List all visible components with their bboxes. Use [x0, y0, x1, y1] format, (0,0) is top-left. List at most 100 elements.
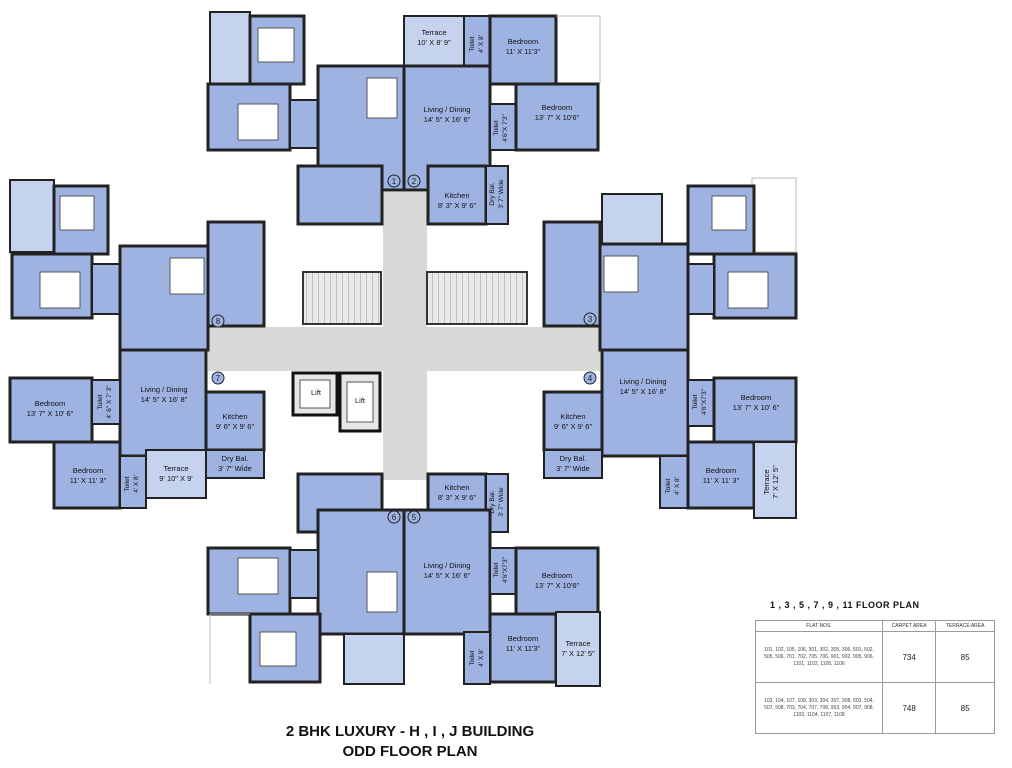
room-dimension: 13' 7" X 10' 6" [27, 409, 74, 418]
room-label: Living / Dining [423, 105, 470, 114]
bedroom [514, 82, 600, 152]
room-label: Dry Bal. [222, 454, 249, 463]
top-wing [206, 11, 601, 226]
bottom-wing [206, 472, 601, 687]
living-dining [600, 348, 690, 458]
room-label: Kitchen [560, 412, 585, 421]
room-dimension: 10' X 8' 9" [417, 38, 451, 47]
room-dimension: 3' 7" Wide [218, 464, 252, 473]
room-dimension: 4' 6" X 7' 3" [106, 385, 113, 419]
kitchen [204, 390, 266, 452]
room-dimension: 14' 5" X 16' 8" [141, 395, 188, 404]
room-label: Living / Dining [140, 385, 187, 394]
flat-numbers: 103, 104, 107, 108, 303, 304, 307, 308, … [755, 682, 883, 734]
column-header: TERRACE AREA [935, 620, 995, 632]
room-dimension: 9' 10" X 9' [159, 474, 193, 483]
room-dimension: 14' 5" X 16' 8" [620, 387, 667, 396]
kitchen [206, 220, 266, 328]
kitchen [542, 220, 602, 328]
room-dimension: 4'6"X7'3" [701, 388, 708, 415]
room-label: Terrace [163, 464, 188, 473]
toilet [91, 379, 121, 425]
column-header: FLAT NOS. [755, 620, 883, 632]
room-dimension: 14' 5" X 16' 6" [424, 571, 471, 580]
room-dimension: 11' X 11'3" [506, 47, 541, 56]
room-label: Toilet [97, 394, 104, 409]
unit-number: 7 [216, 374, 221, 383]
room-label: Toilet [124, 476, 131, 491]
toilet [289, 99, 319, 149]
unit-markers: 1 2 3 4 5 6 7 8 [211, 174, 597, 524]
room-label: Bedroom [741, 393, 771, 402]
terrace [9, 179, 55, 253]
bedroom [686, 440, 756, 510]
unit-number: 5 [412, 513, 417, 522]
plan-title: 2 BHK LUXURY - H , I , J BUILDING ODD FL… [200, 722, 620, 762]
left-wing [8, 179, 266, 510]
terrace-area: 85 [935, 682, 995, 734]
room-label: Living / Dining [423, 561, 470, 570]
unit-number: 2 [412, 177, 417, 186]
room-label: Toilet [493, 562, 500, 577]
room-dimension: 4' X 8' [478, 35, 485, 53]
room-dimension: 4' X 8' [133, 475, 140, 493]
room-dimension: 8' 3" X 9' 6" [438, 201, 477, 210]
room-label: Toilet [692, 394, 699, 409]
room-dimension: 3' 7" Wide [498, 487, 505, 517]
living-dining [402, 508, 492, 636]
staircase-left [302, 271, 382, 325]
room-label: Terrace [421, 28, 446, 37]
room-dimension: 3' 7" Wide [498, 179, 505, 209]
terrace [145, 449, 207, 499]
room-dimension: 8' 3" X 9' 6" [438, 493, 477, 502]
toilet [463, 15, 491, 69]
room-dimension: 13' 7" X 10' 6" [733, 403, 780, 412]
dry-balcony [543, 449, 603, 479]
room-label: Dry Bal. [489, 182, 496, 205]
toilet [687, 379, 715, 427]
terrace [751, 177, 797, 253]
room-label: Living / Dining [619, 377, 666, 386]
corridor-horizontal [208, 327, 600, 371]
toilet [91, 263, 121, 315]
room-dimension: 9' 6" X 9' 6" [554, 422, 593, 431]
unit-number: 3 [588, 315, 593, 324]
central-core: Lift Lift [208, 192, 600, 480]
terrace [209, 11, 251, 85]
room-label: Bedroom [508, 37, 538, 46]
floor-plan-heading: 1 , 3 , 5 , 7 , 9 , 11 FLOOR PLAN [770, 600, 920, 610]
room-dimension: 11' X 11' 3" [70, 476, 107, 485]
right-wing [542, 177, 798, 519]
terrace [753, 441, 797, 519]
room-dimension: 14' 5" X 16' 6" [424, 115, 471, 124]
room-dimension: 7' X 12' 5" [561, 649, 595, 658]
lift-label: Lift [311, 388, 322, 397]
kitchen [542, 390, 604, 452]
bedroom [488, 14, 558, 86]
bedroom [712, 376, 798, 444]
unit-number: 4 [588, 374, 593, 383]
toilet [489, 547, 517, 595]
room-dimension: 4' X 8' [674, 477, 681, 495]
unit-number: 6 [392, 513, 397, 522]
room-dimension: 13' 7" X 10'6" [535, 113, 580, 122]
kitchen [296, 164, 384, 226]
room-label: Bedroom [508, 634, 538, 643]
room-label: Bedroom [35, 399, 65, 408]
table-row: 101, 102, 105, 106, 301, 302, 305, 306, … [755, 631, 995, 683]
terrace [601, 193, 663, 245]
toilet [119, 455, 147, 509]
carpet-area: 734 [881, 631, 937, 683]
column-header: CARPET AREA [881, 620, 937, 632]
dry-balcony [485, 165, 509, 225]
room-dimension: 13' 7" X 10'6" [535, 581, 580, 590]
toilet [659, 455, 689, 509]
terrace-area: 85 [935, 631, 995, 683]
room-label: Terrace [762, 469, 771, 494]
bedroom [52, 440, 122, 510]
terrace [403, 15, 465, 67]
room-dimension: 7' X 12' 5" [771, 465, 780, 499]
room-dimension: 11' X 11'3" [506, 644, 541, 653]
unit-number: 1 [392, 177, 397, 186]
